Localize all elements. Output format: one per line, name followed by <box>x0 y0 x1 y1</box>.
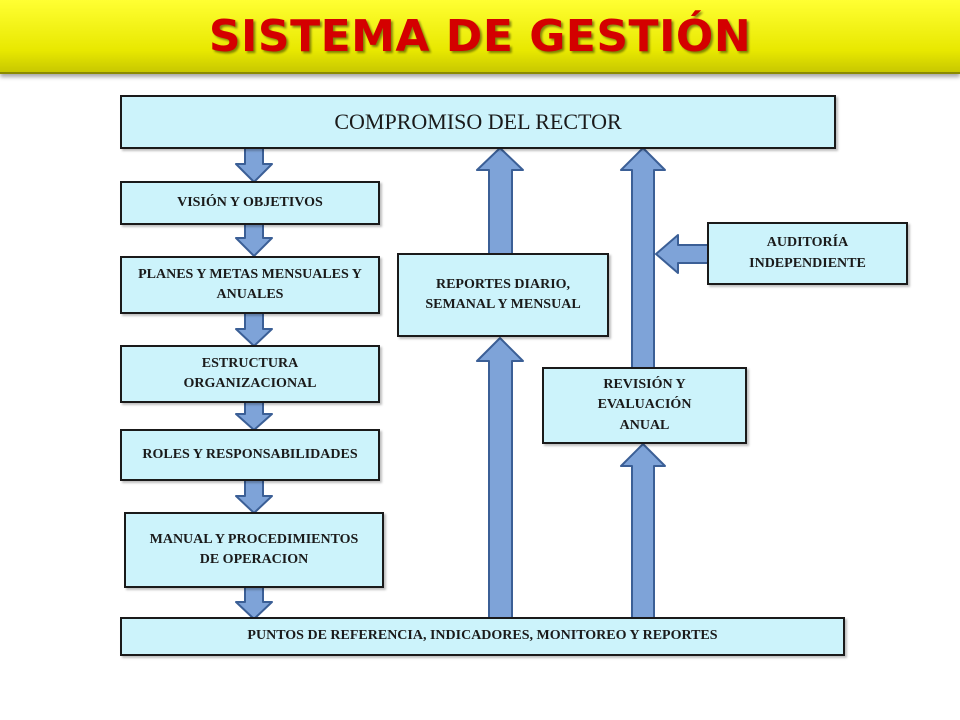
arrow-down-estructura-roles <box>235 401 273 431</box>
arrow-left-auditoria <box>655 234 709 274</box>
planes-label: PLANES Y METAS MENSUALES Y ANUALES <box>138 266 362 302</box>
puntos-label: PUNTOS DE REFERENCIA, INDICADORES, MONIT… <box>247 628 718 644</box>
arrow-down-roles-manual <box>235 479 273 514</box>
box-puntos-referencia: PUNTOS DE REFERENCIA, INDICADORES, MONIT… <box>120 617 845 656</box>
arrow-up-reportes-compromiso <box>476 147 524 255</box>
box-planes-metas: PLANES Y METAS MENSUALES Y ANUALES <box>120 256 380 314</box>
arrow-up-puntos-reportes <box>476 337 524 619</box>
box-auditoria-independiente: AUDITORÍA INDEPENDIENTE <box>707 222 908 285</box>
box-vision-objetivos: VISIÓN Y OBJETIVOS <box>120 181 380 225</box>
box-revision-evaluacion: REVISIÓN Y EVALUACIÓN ANUAL <box>542 367 747 444</box>
diagram-title: SISTEMA DE GESTIÓN <box>208 10 752 62</box>
manual-label: MANUAL Y PROCEDIMIENTOS DE OPERACION <box>149 531 359 567</box>
roles-label: ROLES Y RESPONSABILIDADES <box>142 446 358 462</box>
vision-label: VISIÓN Y OBJETIVOS <box>177 194 323 210</box>
estructura-label: ESTRUCTURA ORGANIZACIONAL <box>183 355 317 391</box>
box-compromiso-del-rector: COMPROMISO DEL RECTOR <box>120 95 836 149</box>
auditoria-label: AUDITORÍA INDEPENDIENTE <box>749 235 866 271</box>
compromiso-label: COMPROMISO DEL RECTOR <box>334 109 622 135</box>
arrow-down-vision-planes <box>235 223 273 257</box>
box-reportes: REPORTES DIARIO, SEMANAL Y MENSUAL <box>397 253 609 337</box>
box-manual-procedimientos: MANUAL Y PROCEDIMIENTOS DE OPERACION <box>124 512 384 588</box>
title-banner: SISTEMA DE GESTIÓN <box>0 0 960 74</box>
arrow-down-planes-estructura <box>235 312 273 347</box>
arrow-up-revision-compromiso <box>620 147 666 369</box>
arrow-up-puntos-revision <box>620 443 666 619</box>
box-estructura-organizacional: ESTRUCTURA ORGANIZACIONAL <box>120 345 380 403</box>
arrow-down-manual-puntos <box>235 586 273 620</box>
box-roles-responsabilidades: ROLES Y RESPONSABILIDADES <box>120 429 380 481</box>
reportes-label: REPORTES DIARIO, SEMANAL Y MENSUAL <box>425 276 581 312</box>
arrow-down-compromiso-vision <box>235 147 273 183</box>
revision-label: REVISIÓN Y EVALUACIÓN ANUAL <box>597 377 692 433</box>
